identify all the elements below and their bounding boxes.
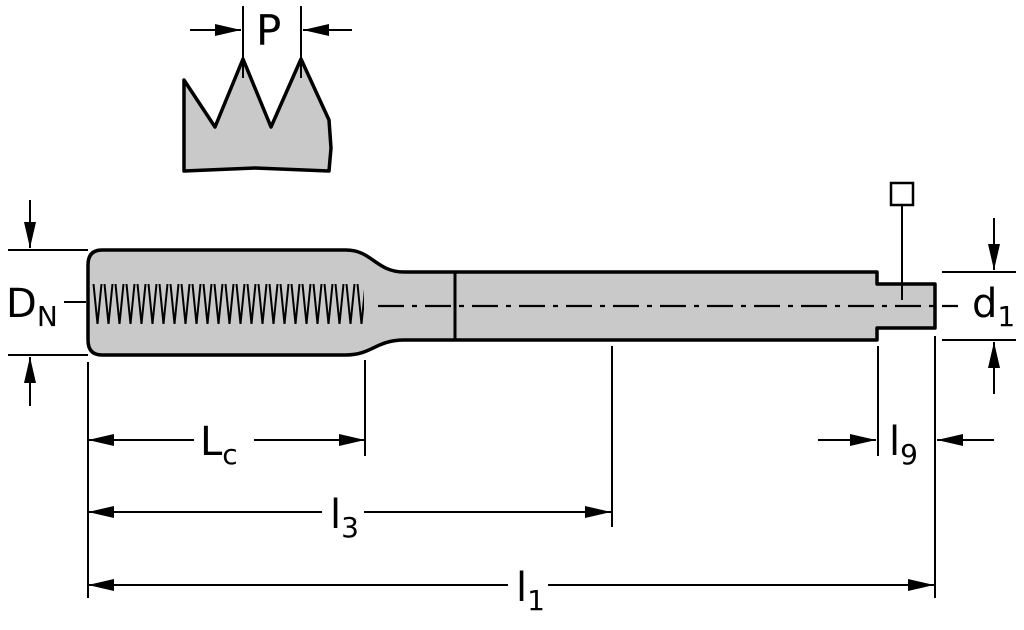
label-square-length: l9 xyxy=(889,419,918,471)
tool-body xyxy=(86,248,958,357)
dimension-lc: Lc xyxy=(88,417,365,471)
thread-profile-detail: P xyxy=(182,6,352,173)
dimension-l9: l9 xyxy=(818,419,994,471)
label-nominal-diameter: DN xyxy=(6,281,58,333)
square-drive-symbol xyxy=(889,181,915,207)
label-shank-diameter: d1 xyxy=(972,281,1015,333)
label-thread-length: Lc xyxy=(200,419,238,471)
dimension-l1: l1 xyxy=(88,562,934,617)
label-l3: l3 xyxy=(330,492,359,544)
bottom-witness-lines xyxy=(87,336,936,598)
dimension-d1: d1 xyxy=(942,218,1016,394)
label-pitch: P xyxy=(256,6,281,55)
label-overall-length: l1 xyxy=(516,565,545,617)
l3-label-mask xyxy=(322,489,364,535)
thread-profile-shape xyxy=(182,57,333,173)
square-drive-callout xyxy=(889,181,915,300)
thread-band xyxy=(92,284,364,324)
dimension-dn: DN xyxy=(6,200,88,406)
tool-body-outline xyxy=(86,248,937,357)
lc-label-mask xyxy=(194,417,254,463)
l1-label-mask xyxy=(508,562,548,608)
dimension-l3: l3 xyxy=(88,489,611,544)
